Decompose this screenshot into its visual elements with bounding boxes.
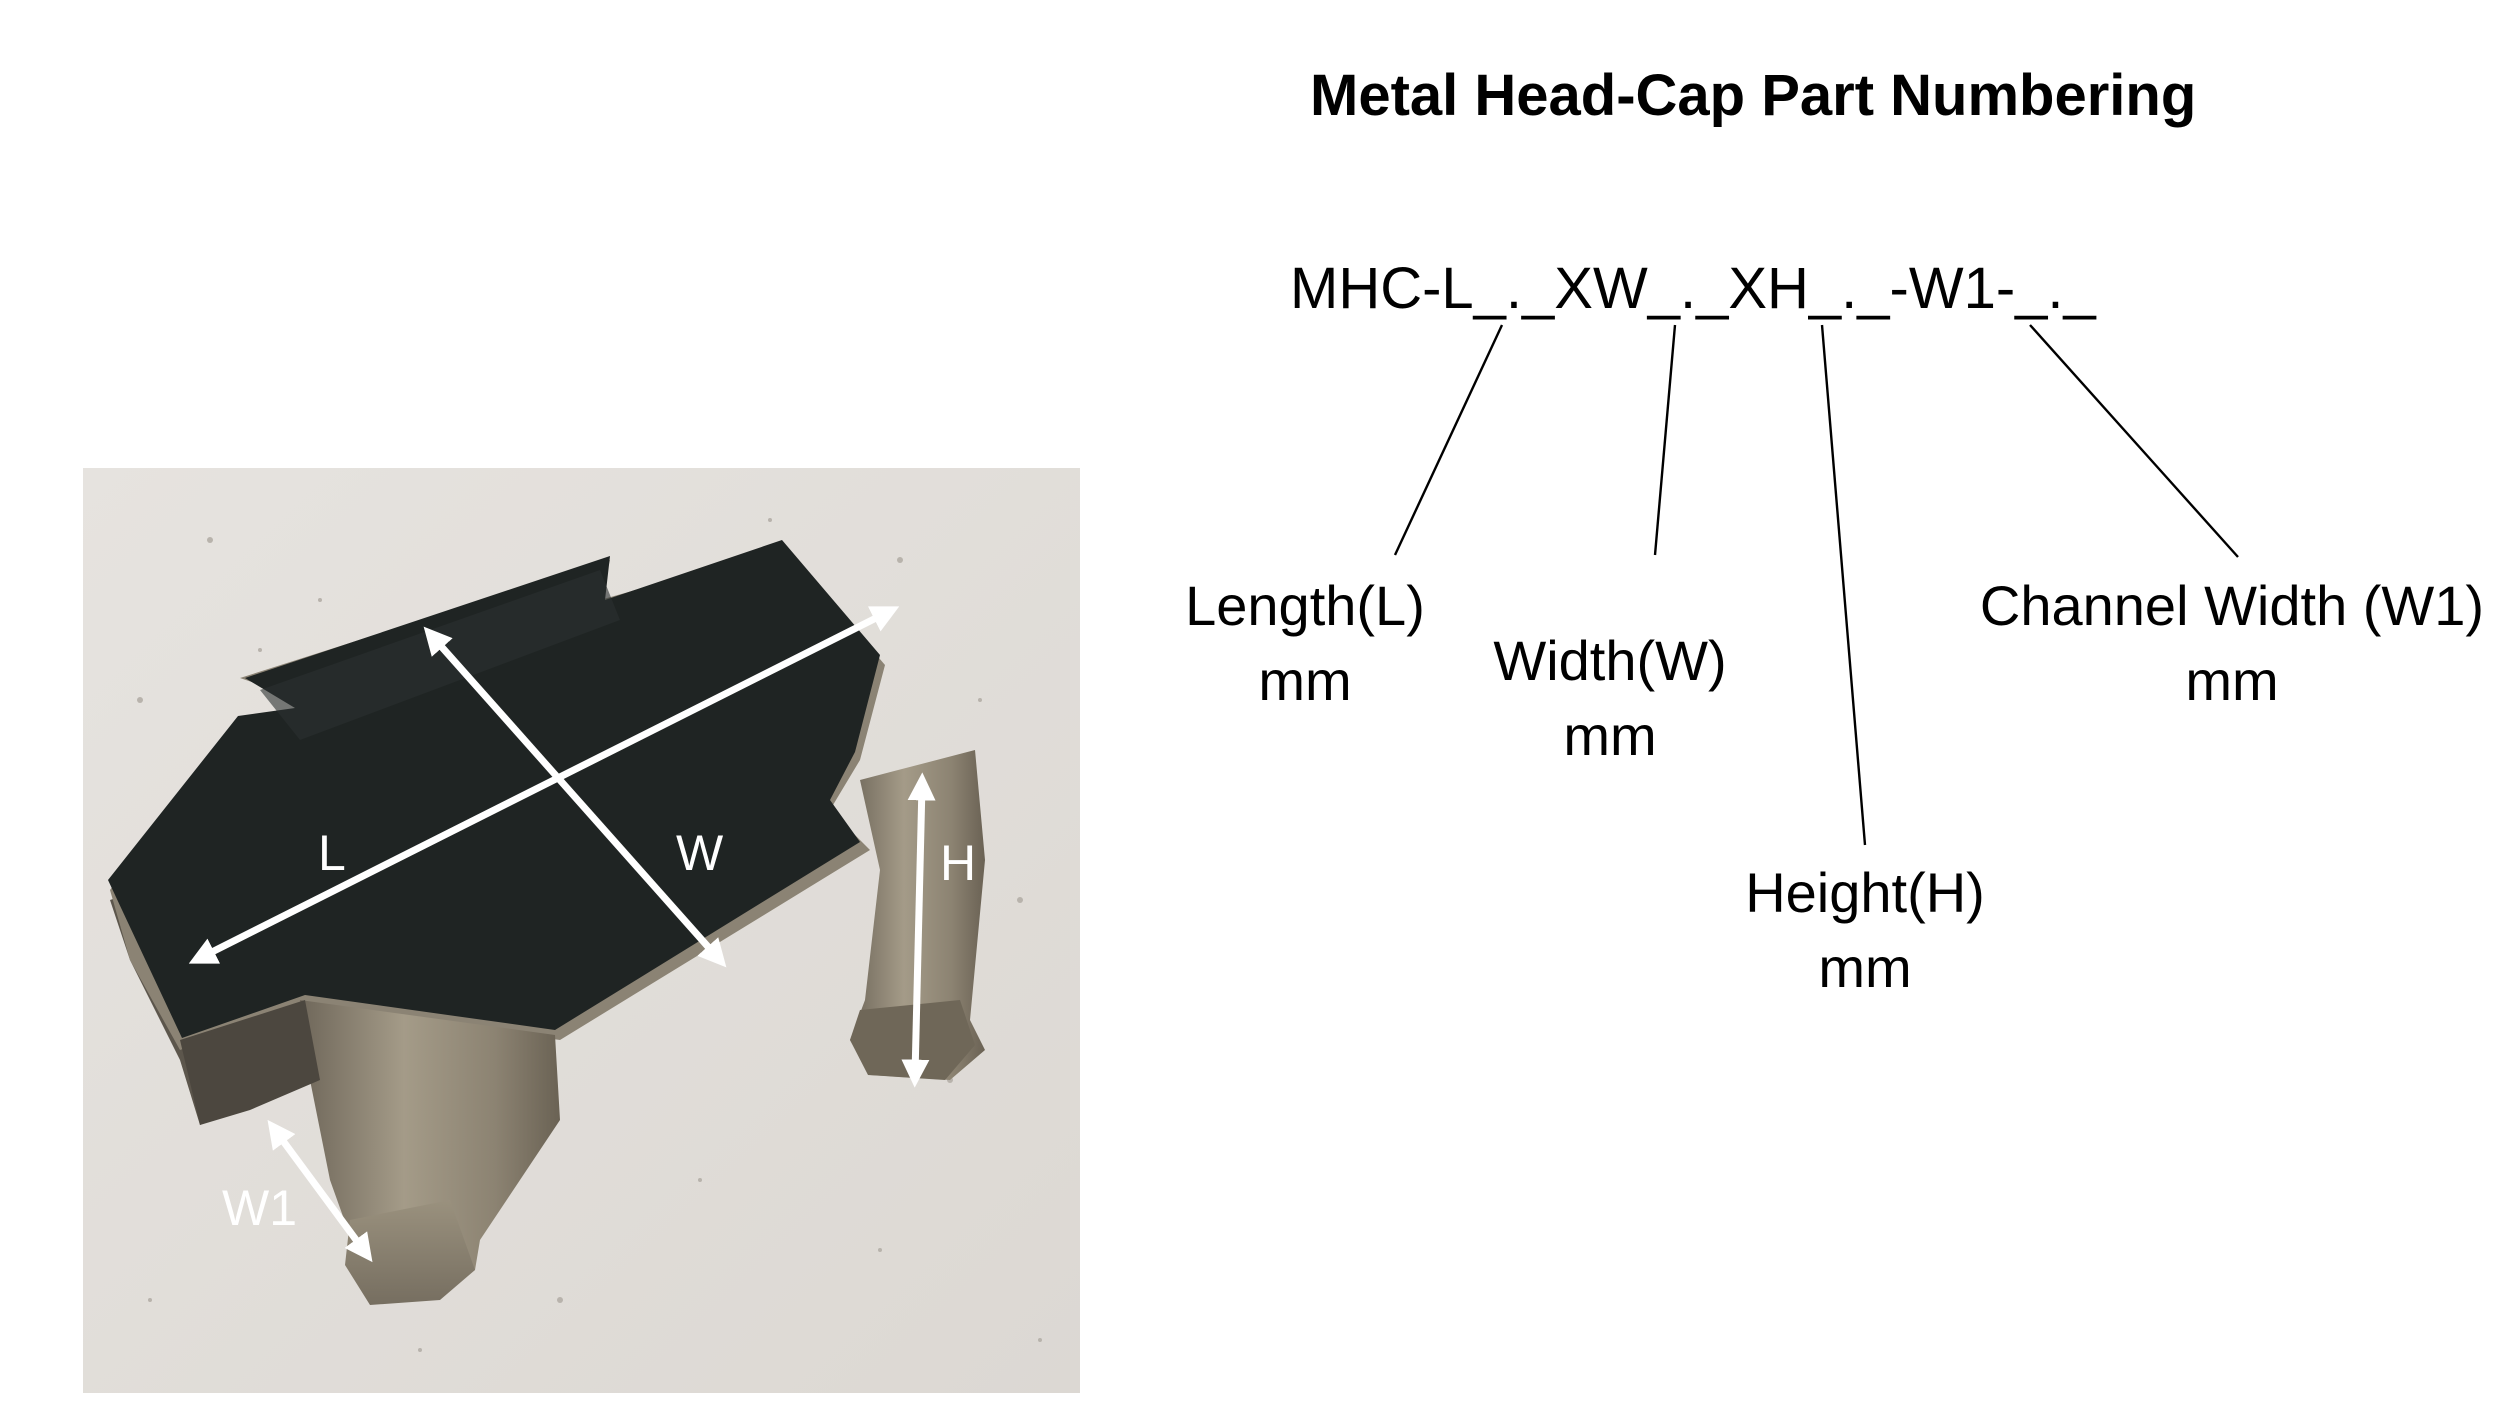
channel-width-arrow xyxy=(267,1119,373,1263)
field-label-height: Height(H) mm xyxy=(1745,861,1985,999)
dimension-arrows xyxy=(188,606,936,1263)
front-leg-foot xyxy=(345,1200,475,1305)
leader-lines xyxy=(1393,324,2239,846)
leader-width xyxy=(1653,324,1677,556)
width-arrow xyxy=(423,626,727,968)
photo-label-width: W xyxy=(676,825,724,881)
field-label-channel-width: Channel Width (W1) mm xyxy=(1980,574,2484,712)
leader-length xyxy=(1393,324,1504,556)
photo-label-channel-width: W1 xyxy=(222,1180,297,1236)
part-code: MHC-L_._XW_._XH_._-W1-_._ xyxy=(1290,256,2097,321)
field-height-unit: mm xyxy=(1818,936,1911,999)
field-width-name: Width(W) xyxy=(1493,629,1726,692)
field-channel-width-name: Channel Width (W1) xyxy=(1980,574,2484,637)
field-length-name: Length(L) xyxy=(1185,574,1425,637)
field-label-length: Length(L) mm xyxy=(1185,574,1425,712)
field-length-unit: mm xyxy=(1258,649,1351,712)
field-label-width: Width(W) mm xyxy=(1493,629,1726,767)
leader-channel-width xyxy=(2029,324,2239,558)
leader-height xyxy=(1820,324,1867,846)
diagram-title: Metal Head-Cap Part Numbering xyxy=(1310,63,2196,128)
field-channel-width-unit: mm xyxy=(2185,649,2278,712)
product-photo: L W H W1 xyxy=(83,468,1080,1393)
height-arrow xyxy=(901,772,936,1088)
field-width-unit: mm xyxy=(1563,704,1656,767)
photo-label-height: H xyxy=(940,835,976,891)
front-leg-shadow xyxy=(180,1000,320,1125)
photo-label-length: L xyxy=(318,825,346,881)
field-height-name: Height(H) xyxy=(1745,861,1985,924)
